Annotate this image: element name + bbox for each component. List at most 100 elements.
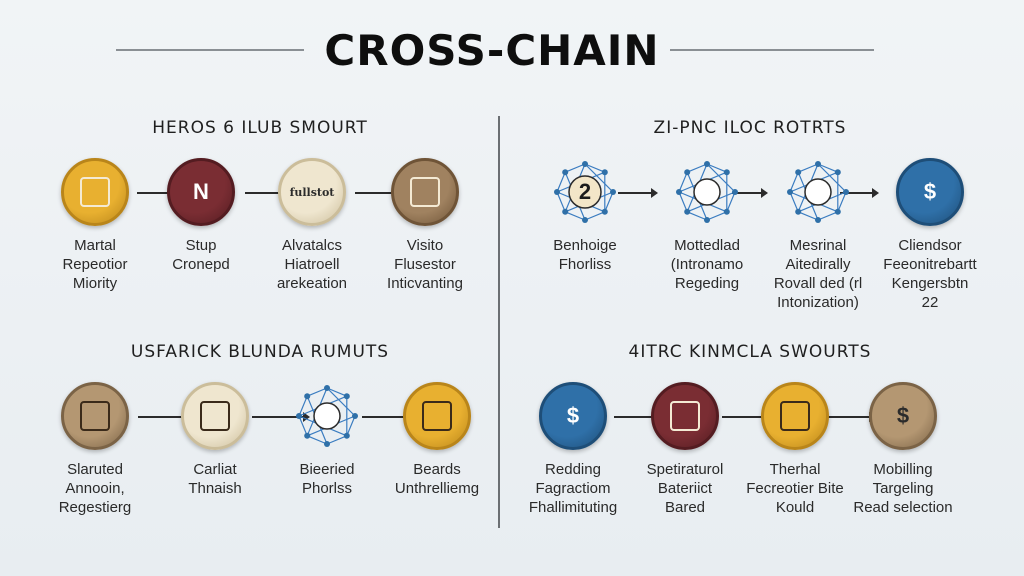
- bronze-box-icon: [391, 158, 459, 226]
- node-label-line: Kengersbtn: [891, 275, 969, 292]
- node-label-line: Martal: [74, 237, 116, 254]
- node-label-line: Alvatalcs: [281, 237, 343, 254]
- node-label-line: Beards: [413, 461, 461, 478]
- section-heading: HEROS 6 ILUB SMOURT: [152, 118, 368, 138]
- node-label-line: Annooin,: [65, 480, 125, 497]
- node-label-line: Fhallimituting: [528, 499, 618, 516]
- section-heading: 4ITRC KINMCLA SWOURTS: [628, 342, 872, 362]
- icon-symbol: N: [193, 179, 209, 204]
- title-rule-left: [116, 49, 304, 51]
- node-label-line: Mesrinal: [789, 237, 847, 254]
- node-label-line: Rovall ded (rl: [773, 275, 863, 292]
- node-label-line: Intonization): [777, 294, 859, 311]
- section-heading: ZI-PNC ILOC ROTRTS: [653, 118, 847, 138]
- node-label-line: Slaruted: [67, 461, 123, 478]
- node-label-line: Flusestor: [394, 256, 456, 273]
- node-label-line: Benhoige: [553, 237, 617, 254]
- center-divider: [498, 116, 500, 528]
- icon-glyph: [780, 401, 810, 431]
- node-label-line: 22: [921, 294, 939, 311]
- node-label-line: Miority: [72, 275, 118, 292]
- node-label-line: Fhorliss: [558, 256, 612, 273]
- node-label-line: Fagractiom: [535, 480, 611, 497]
- network-globe-icon: [784, 158, 852, 226]
- node-label-line: Carliat: [193, 461, 237, 478]
- network-hex-icon: [673, 158, 741, 226]
- blue-dollar-icon: $: [896, 158, 964, 226]
- node-label-line: Mottedlad: [674, 237, 740, 254]
- network-sphere-icon: [293, 382, 361, 450]
- icon-symbol: $: [566, 403, 580, 428]
- node-label-line: Targeling: [872, 480, 934, 497]
- network-two-icon: 2: [551, 158, 619, 226]
- node-label-line: Unthrelliemg: [394, 480, 480, 497]
- cream-badge-icon: fullstot: [278, 158, 346, 226]
- flow-arrow: [252, 412, 310, 422]
- node-label-line: Repeotior: [62, 256, 128, 273]
- node-label-line: Cronepd: [172, 256, 230, 273]
- icon-glyph: [80, 401, 110, 431]
- icon-glyph: [410, 177, 440, 207]
- gold-coin-icon: [61, 158, 129, 226]
- gold-book-icon: [403, 382, 471, 450]
- node-label-line: Regestierg: [58, 499, 132, 516]
- tan-dollar-icon: $: [869, 382, 937, 450]
- cream-shield-icon: [181, 382, 249, 450]
- icon-symbol: fullstot: [289, 185, 335, 199]
- icon-glyph: [670, 401, 700, 431]
- node-label-line: Stup: [185, 237, 217, 254]
- icon-symbol: 2: [578, 179, 592, 204]
- flow-arrow: [840, 188, 879, 198]
- icon-glyph: [422, 401, 452, 431]
- node-label-line: Visito: [406, 237, 444, 254]
- node-label-line: Kould: [775, 499, 815, 516]
- node-label-line: Therhal: [769, 461, 821, 478]
- node-label-line: (Intronamo: [670, 256, 744, 273]
- maroon-chart-icon: [651, 382, 719, 450]
- node-label-line: Hiatroell: [284, 256, 340, 273]
- node-label-line: Fecreotier Bite: [746, 480, 844, 497]
- maroon-token-icon: N: [167, 158, 235, 226]
- flow-arrow: [732, 188, 768, 198]
- node-label-line: Redding: [545, 461, 601, 478]
- icon-symbol: $: [923, 179, 937, 204]
- title-rule-right: [670, 49, 874, 51]
- node-label-line: Feeonitrebartt: [883, 256, 977, 273]
- icon-symbol: $: [896, 403, 910, 428]
- icon-glyph: [80, 177, 110, 207]
- node-label-line: Thnaish: [188, 480, 242, 497]
- node-label-line: Bieeried: [299, 461, 355, 478]
- node-label-line: Bateriict: [657, 480, 713, 497]
- node-label-line: Read selection: [853, 499, 953, 516]
